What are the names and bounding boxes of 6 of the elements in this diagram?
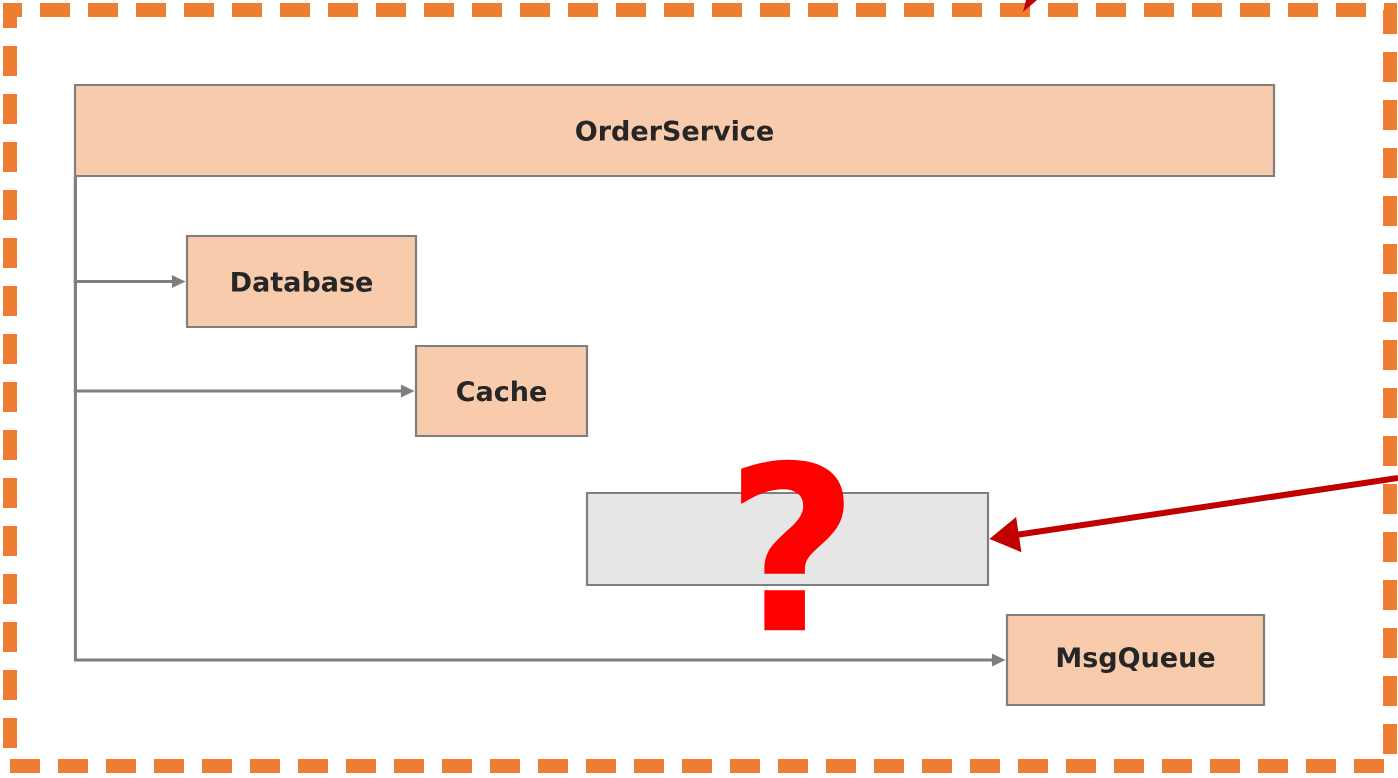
component-box: MsgQueue bbox=[1005, 613, 1266, 707]
service-box: OrderService bbox=[73, 83, 1276, 178]
container-frame bbox=[3, 3, 1397, 773]
question-mark: ? bbox=[741, 459, 844, 631]
component-box: Cache bbox=[414, 344, 589, 438]
component-box: Database bbox=[185, 234, 418, 329]
